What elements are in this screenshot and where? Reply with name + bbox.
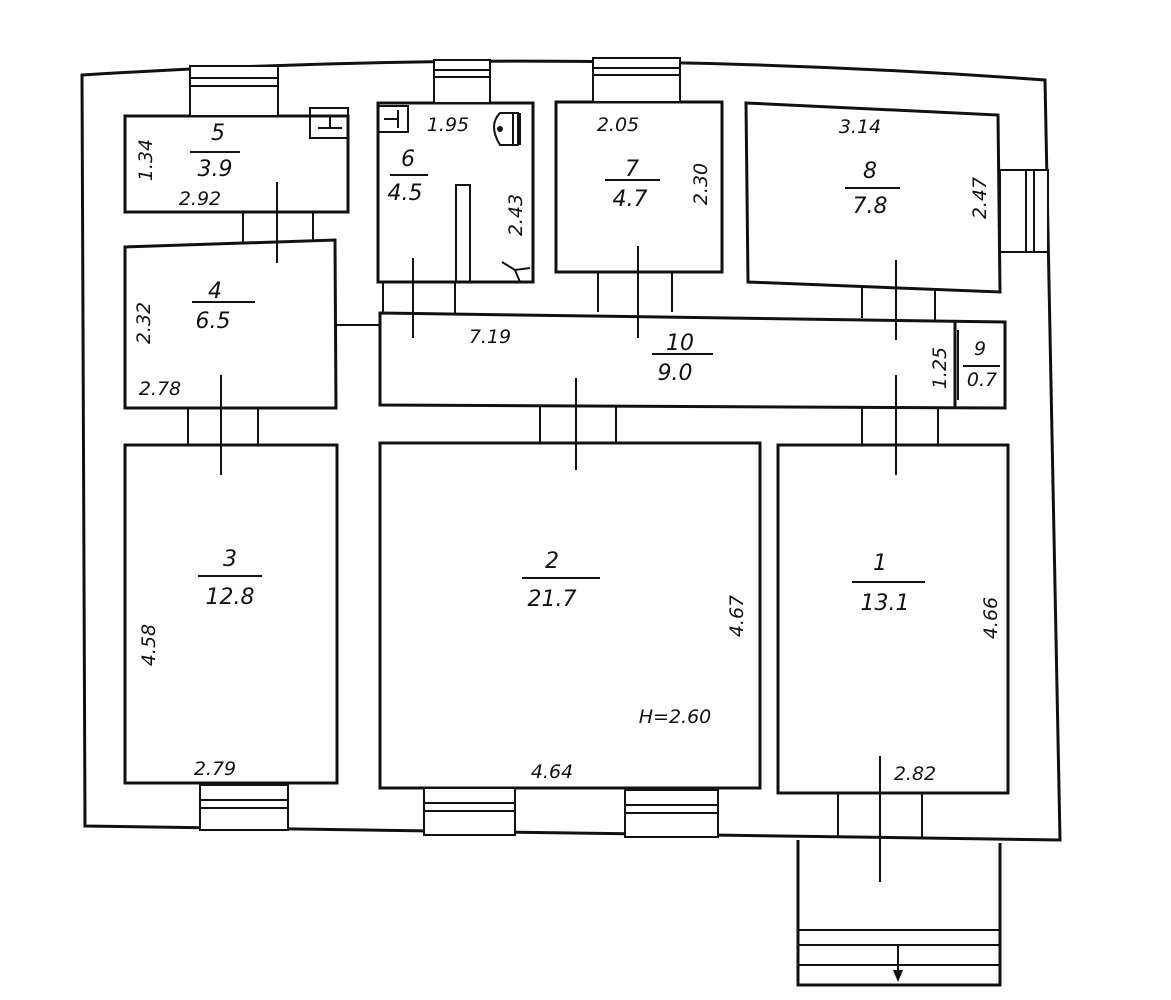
- ceiling-height: H=2.60: [639, 706, 712, 728]
- room-number: 8: [863, 159, 877, 184]
- room-area: 4.5: [388, 181, 423, 206]
- room-number: 2: [545, 549, 559, 574]
- room-area: 21.7: [528, 587, 577, 612]
- room-label-9: 9 0.7 1.25: [929, 330, 1000, 400]
- room-dimension: 2.05: [597, 114, 639, 136]
- door-marks: [220, 182, 897, 882]
- room-dimension: 2.43: [505, 194, 527, 236]
- room-number: 7: [625, 157, 639, 182]
- room-dimension: 2.78: [139, 378, 181, 400]
- room-10-outline: [378, 311, 1007, 410]
- room-label-7: 7 4.7 2.05 2.30: [597, 114, 712, 212]
- room-number: 3: [223, 547, 237, 572]
- room-dimension: 4.64: [531, 761, 573, 783]
- room-label-6: 6 4.5 1.95 2.43: [388, 114, 528, 236]
- room-dimension: 1.34: [135, 139, 157, 181]
- room-area: 4.7: [613, 187, 648, 212]
- room-number: 9: [974, 338, 986, 360]
- room-dimension: 2.32: [133, 302, 155, 344]
- room-area: 9.0: [658, 361, 693, 386]
- room-number: 6: [401, 147, 415, 172]
- room-label-1: 1 13.1 4.66 2.82: [852, 551, 1002, 785]
- room-area: 0.7: [967, 369, 997, 391]
- room-area: 13.1: [861, 591, 910, 616]
- room-dimension: 2.82: [894, 763, 936, 785]
- room-number: 5: [211, 121, 225, 146]
- sanitary-fixtures: [309, 105, 531, 283]
- entrance-porch: [796, 840, 1002, 987]
- room-label-2: 2 21.7 4.67 4.64 H=2.60: [522, 549, 748, 783]
- room-area: 7.8: [853, 194, 888, 219]
- room-dimension: 1.95: [427, 114, 469, 136]
- room-8-outline: [744, 101, 1002, 294]
- room-dimension: 4.66: [980, 597, 1002, 639]
- room-area: 6.5: [196, 309, 231, 334]
- room-number: 4: [208, 279, 222, 304]
- door-jambs: [187, 212, 939, 838]
- room-dimension: 1.25: [929, 347, 951, 389]
- room-dimension: 4.58: [138, 624, 160, 666]
- room-1-outline: [776, 443, 1010, 795]
- room-dimension: 2.92: [179, 188, 221, 210]
- windows: [189, 57, 1049, 838]
- room-dimension: 7.19: [469, 326, 511, 348]
- room-dimension: 2.30: [690, 163, 712, 205]
- room-5-outline: [123, 114, 350, 214]
- room-dimension: 4.67: [726, 595, 748, 637]
- room-4-outline: [123, 238, 338, 410]
- room-label-10: 10 9.0 7.19: [469, 326, 713, 386]
- room-number: 1: [873, 551, 887, 576]
- room-dimension: 3.14: [839, 116, 881, 138]
- room-dimension: 2.47: [969, 177, 991, 219]
- room-label-3: 3 12.8 4.58 2.79: [138, 547, 262, 780]
- room-number: 10: [666, 331, 694, 356]
- room-label-5: 5 3.9 1.34 2.92: [135, 121, 240, 210]
- room-3-outline: [123, 443, 339, 785]
- room-area: 12.8: [206, 585, 255, 610]
- room-area: 3.9: [198, 157, 233, 182]
- room-dimension: 2.79: [194, 758, 236, 780]
- room-label-8: 8 7.8 3.14 2.47: [839, 116, 991, 219]
- room-2-outline: [378, 441, 762, 790]
- room-label-4: 4 6.5 2.32 2.78: [133, 279, 255, 400]
